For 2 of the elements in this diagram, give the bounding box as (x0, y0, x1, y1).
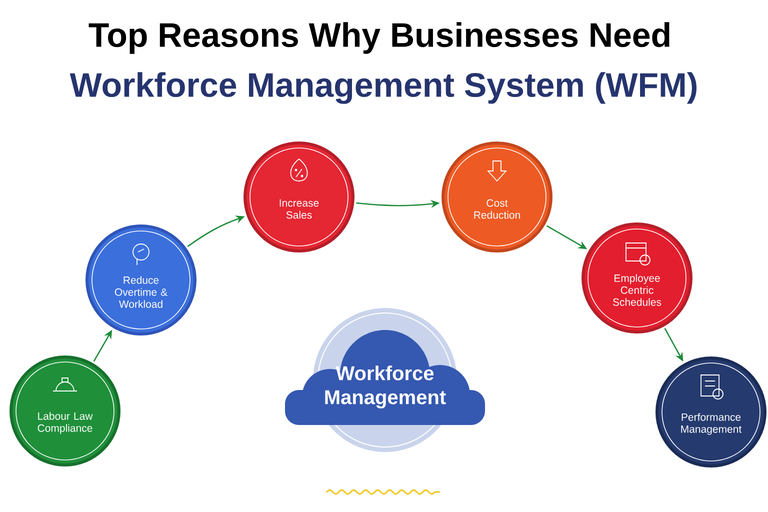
title: Top Reasons Why Businesses Need (88, 22, 670, 54)
subtitle: Workforce Management System (WFM) (70, 72, 696, 104)
